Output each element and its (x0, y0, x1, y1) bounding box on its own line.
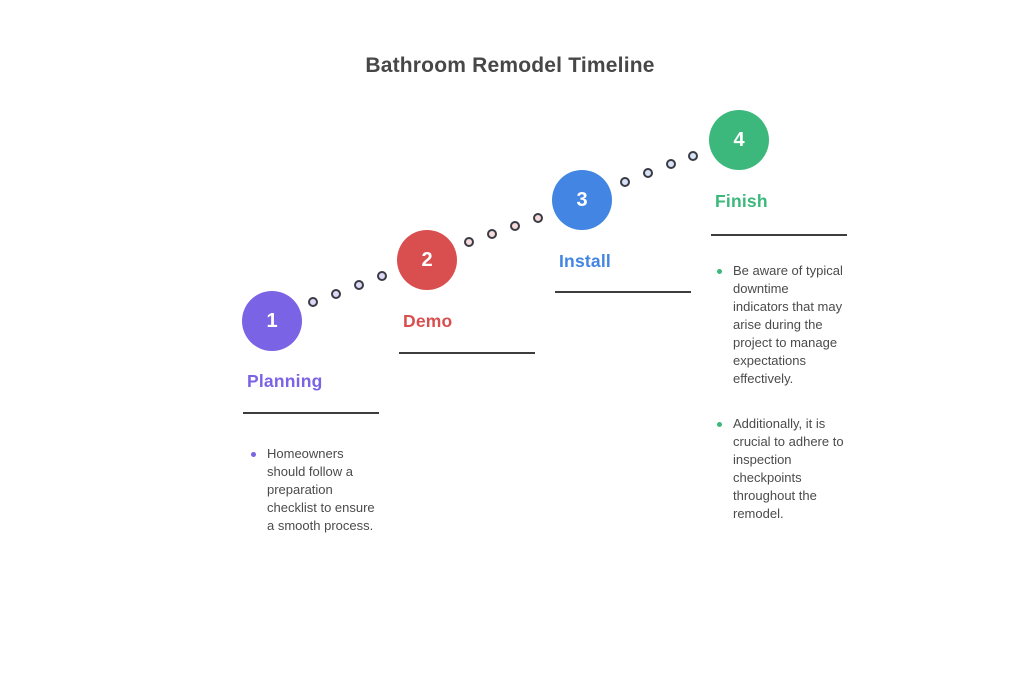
connector-dot (533, 213, 543, 223)
step-bullet-list: Homeowners should follow a preparation c… (246, 445, 378, 562)
connector-dot (620, 177, 630, 187)
bullet-item: Be aware of typical downtime indicators … (712, 262, 844, 388)
step-number-badge: 4 (709, 110, 769, 170)
connector-dot (643, 168, 653, 178)
divider-line (711, 234, 847, 236)
connector-dot (331, 289, 341, 299)
page-title: Bathroom Remodel Timeline (365, 54, 655, 77)
connector-dot (666, 159, 676, 169)
step-bullet-list: Be aware of typical downtime indicators … (712, 262, 844, 550)
bullet-item: Additionally, it is crucial to adhere to… (712, 415, 844, 523)
connector-dot (688, 151, 698, 161)
divider-line (243, 412, 379, 414)
connector-dot (354, 280, 364, 290)
connector-dot (510, 221, 520, 231)
step-label: Demo (403, 311, 453, 331)
divider-line (555, 291, 691, 293)
step-label: Finish (715, 191, 768, 211)
step-number-badge: 2 (397, 230, 457, 290)
step-number-badge: 1 (242, 291, 302, 351)
divider-line (399, 352, 535, 354)
bullet-item: Homeowners should follow a preparation c… (246, 445, 378, 535)
connector-dot (464, 237, 474, 247)
connector-dot (308, 297, 318, 307)
step-label: Install (559, 251, 611, 271)
step-label: Planning (247, 371, 323, 391)
connector-dot (487, 229, 497, 239)
connector-dot (377, 271, 387, 281)
step-number-badge: 3 (552, 170, 612, 230)
